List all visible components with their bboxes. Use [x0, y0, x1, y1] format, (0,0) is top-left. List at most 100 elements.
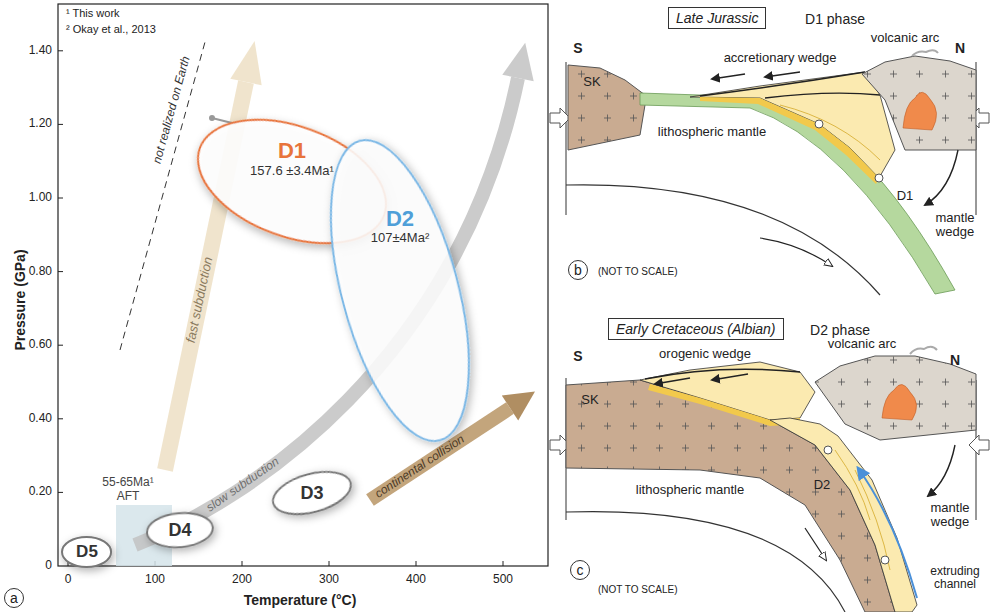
- age-label: 55-65Ma¹: [102, 476, 153, 490]
- unit-label: volcanic arc: [828, 337, 897, 352]
- compass-label: N: [955, 40, 965, 56]
- section-b: [862, 56, 976, 150]
- note: (NOT TO SCALE): [598, 584, 677, 596]
- phase-age: 107±4Ma²: [371, 231, 429, 246]
- section-c: [566, 512, 845, 612]
- section-b: [875, 174, 883, 182]
- note: (NOT TO SCALE): [598, 266, 677, 278]
- slow-subduction-arrow: [502, 43, 533, 81]
- section-c: [910, 347, 937, 354]
- event-label: D2: [814, 478, 831, 493]
- pt-chart: [58, 198, 63, 199]
- section-b: [765, 93, 880, 98]
- compass-label: S: [573, 348, 582, 364]
- tick-label: 0.60: [29, 338, 52, 352]
- section-c: [712, 374, 748, 380]
- tick-label: 0.40: [29, 412, 52, 426]
- phase-name: D5: [76, 542, 98, 562]
- fast-subduction-arrow: [230, 41, 261, 85]
- tick-label: 100: [145, 573, 165, 587]
- collision-arrow: [502, 392, 535, 421]
- slow-subduction-arrow: [135, 43, 534, 545]
- phase-ellipse: D5: [62, 537, 111, 567]
- pt-chart: [58, 4, 548, 566]
- age-label: AFT: [117, 490, 140, 504]
- section-c: [805, 528, 826, 560]
- axis-title: Pressure (GPa): [12, 249, 28, 350]
- compass-label: S: [573, 40, 582, 56]
- section-b: [550, 108, 570, 128]
- unit-label: lithospheric mantle: [658, 125, 766, 140]
- path-start: [209, 115, 215, 121]
- section-c: [655, 378, 690, 384]
- unit-label: volcanic arc: [871, 31, 940, 46]
- pt-chart: [58, 345, 63, 346]
- tick-label: 0.20: [29, 485, 52, 499]
- tick-label: 0: [45, 559, 52, 573]
- ellipse-outline: [304, 125, 496, 454]
- pt-chart: [242, 561, 243, 566]
- section-c: [550, 347, 989, 612]
- section-c: [881, 556, 889, 564]
- section-c: [969, 435, 989, 455]
- tick-label: 1.20: [29, 117, 52, 131]
- pt-chart: [503, 561, 504, 566]
- section-b: [566, 185, 880, 295]
- pt-chart: [58, 124, 63, 125]
- section-c: [815, 356, 976, 440]
- section-b: [700, 97, 879, 184]
- section-c: [835, 450, 890, 570]
- ellipse-outline: [146, 510, 215, 550]
- arrow-label: fast subduction: [184, 256, 217, 345]
- phase-age: 157.6 ±3.4Ma¹: [250, 164, 334, 179]
- block-label: SK: [581, 393, 598, 408]
- section-c: [770, 418, 917, 612]
- phase-ellipse: D4: [147, 513, 213, 547]
- section-b: [568, 65, 645, 150]
- tick-label: 300: [319, 573, 339, 587]
- section-b: [780, 105, 880, 160]
- footnote: ² Okay et al., 2013: [66, 23, 156, 36]
- section-b: [712, 74, 745, 79]
- section-b: [925, 150, 958, 205]
- period-title: Early Cretaceous (Albian): [616, 321, 776, 337]
- axis-title: Temperature (°C): [244, 592, 357, 608]
- unit-label: extruding channel: [924, 565, 986, 591]
- pt-chart: [58, 50, 63, 51]
- section-b: [903, 92, 937, 130]
- section-b: [815, 120, 823, 128]
- section-c: [882, 384, 917, 420]
- period-box: Late Jurassic: [668, 7, 766, 29]
- pt-chart: [329, 561, 330, 566]
- section-b: [550, 50, 989, 295]
- section-b: [640, 93, 955, 294]
- unit-label: orogenic wedge: [659, 347, 751, 362]
- ellipse-outline: [268, 464, 355, 521]
- phase-name: D1: [278, 138, 306, 163]
- unit-label: lithospheric mantle: [636, 483, 744, 498]
- tick-label: 1.00: [29, 191, 52, 205]
- section-c: [645, 369, 800, 379]
- section-c: [824, 446, 832, 454]
- section-b: [566, 62, 567, 215]
- period-box: Early Cretaceous (Albian): [608, 318, 784, 340]
- tick-label: 400: [406, 573, 426, 587]
- panel-letter: b: [568, 260, 588, 280]
- tick-label: 200: [232, 573, 252, 587]
- tick-label: 1.40: [29, 44, 52, 58]
- section-b: [700, 72, 865, 96]
- unit-label: mantle wedge: [929, 211, 981, 240]
- phase-label: D1 phase: [805, 11, 865, 27]
- tick-label: 0.80: [29, 265, 52, 279]
- block-label: SK: [583, 75, 600, 90]
- pt-chart: [58, 4, 548, 566]
- phase-name: D4: [168, 520, 191, 541]
- ellipse-outline: [331, 140, 469, 441]
- pt-chart: [58, 51, 503, 566]
- ellipse-outline: [62, 537, 111, 567]
- phase-ellipse: D2107±4Ma²: [331, 140, 469, 441]
- section-c: [815, 356, 976, 440]
